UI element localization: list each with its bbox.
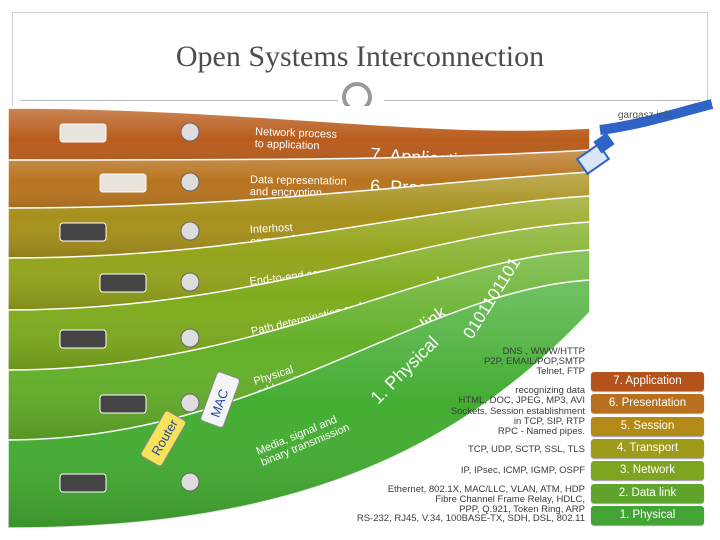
device-icon-5	[59, 222, 107, 242]
device-icon-secondary-5	[180, 221, 200, 241]
legend-item-4: 4. Transport	[591, 438, 704, 458]
title-rule-left	[20, 100, 338, 101]
device-icon-secondary-7	[180, 122, 200, 142]
device-icon-secondary-6	[180, 172, 200, 192]
protocols-layer-4: TCP, UDP, SCTP, SSL, TLS	[467, 444, 585, 455]
device-icon-secondary-2	[180, 393, 200, 413]
title-rule-right	[384, 100, 700, 101]
layer-function-7: Network processto application	[254, 126, 337, 153]
device-icon-2	[99, 394, 147, 414]
protocols-layer-3: IP, IPsec, ICMP, IGMP, OSPF	[460, 465, 585, 476]
device-icon-secondary-4	[180, 272, 200, 292]
device-icon-secondary-1	[180, 472, 200, 492]
legend-item-3: 3. Network	[591, 461, 704, 481]
legend-item-1: 1. Physical	[591, 505, 704, 525]
legend-item-6: 6. Presentation	[591, 394, 704, 414]
legend-item-5: 5. Session	[591, 416, 704, 436]
device-icon-secondary-3	[180, 328, 200, 348]
device-icon-4	[99, 273, 147, 293]
device-icon-7	[59, 123, 107, 143]
device-icon-6	[99, 173, 147, 193]
osi-band-shade-3	[8, 222, 590, 370]
osi-band-shade-7	[8, 108, 590, 171]
network-cable-icon	[575, 99, 714, 176]
protocols-layer-1: RS-232, RJ45, V.34, 100BASE-TX, SDH, DSL…	[356, 513, 585, 524]
legend-item-2: 2. Data link	[591, 483, 704, 503]
protocols-layer-2: Ethernet, 802.1X, MAC/LLC, VLAN, ATM, HD…	[387, 484, 585, 515]
device-icon-3	[59, 329, 107, 349]
slide-title: Open Systems Interconnection	[175, 40, 545, 73]
tag-mac: MAC	[200, 371, 240, 428]
osi-band-shade-2	[8, 250, 590, 440]
device-icon-1	[59, 473, 107, 493]
legend-item-7: 7. Application	[591, 372, 704, 391]
osi-band-shade-1	[8, 280, 590, 528]
watermark: gargasz.info	[618, 110, 673, 121]
